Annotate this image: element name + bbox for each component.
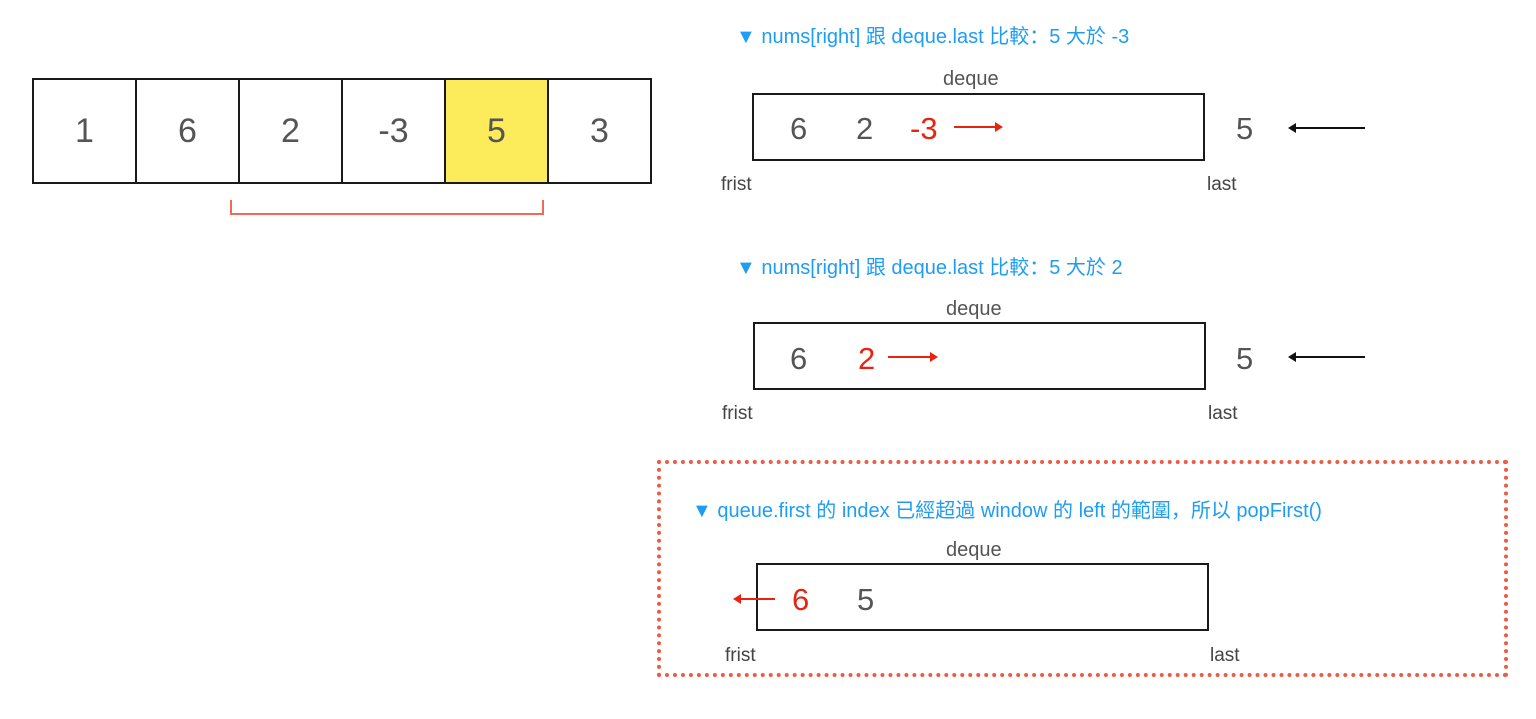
step2-incoming-value: 5 xyxy=(1236,341,1254,376)
array-cell-right-pointer: 5 xyxy=(444,78,549,184)
step2-push-arrow-icon xyxy=(1288,352,1365,362)
array-cell: 2 xyxy=(238,78,343,184)
step3-deque-item-popped: 6 xyxy=(792,582,810,617)
pop-first-highlight-frame xyxy=(657,460,1508,677)
step3-title: ▼ queue.first 的 index 已經超過 window 的 left… xyxy=(692,500,1322,522)
array-cell: 3 xyxy=(547,78,652,184)
window-bracket xyxy=(230,200,544,215)
step1-incoming-value: 5 xyxy=(1236,111,1254,146)
step1-title: ▼ nums[right] 跟 deque.last 比較：5 大於 -3 xyxy=(736,26,1130,48)
step3-last-label: last xyxy=(1210,645,1240,666)
step1-deque-item: 2 xyxy=(856,111,874,146)
step2-first-label: frist xyxy=(722,403,753,424)
step2-remove-arrow-icon xyxy=(888,352,938,362)
nums-array: 1 6 2 -3 5 3 xyxy=(32,78,652,184)
step2-last-label: last xyxy=(1208,403,1238,424)
step2-deque-item-removed: 2 xyxy=(858,341,876,376)
step3-first-label: frist xyxy=(725,645,756,666)
array-cell: 1 xyxy=(32,78,137,184)
step1-last-label: last xyxy=(1207,174,1237,195)
step3-deque-box xyxy=(756,563,1209,631)
step1-deque-label: deque xyxy=(943,68,999,90)
step3-deque-item: 5 xyxy=(857,582,875,617)
step2-deque-box xyxy=(753,322,1206,390)
step1-deque-item: 6 xyxy=(790,111,808,146)
step3-pop-arrow-icon xyxy=(733,594,775,604)
step2-title: ▼ nums[right] 跟 deque.last 比較：5 大於 2 xyxy=(736,257,1123,279)
step1-push-arrow-icon xyxy=(1288,123,1365,133)
step3-deque-label: deque xyxy=(946,539,1002,561)
step1-first-label: frist xyxy=(721,174,752,195)
step1-remove-arrow-icon xyxy=(954,122,1003,132)
step2-deque-label: deque xyxy=(946,298,1002,320)
step2-deque-item: 6 xyxy=(790,341,808,376)
array-cell: 6 xyxy=(135,78,240,184)
step1-deque-item-removed: -3 xyxy=(910,111,938,146)
array-cell: -3 xyxy=(341,78,446,184)
